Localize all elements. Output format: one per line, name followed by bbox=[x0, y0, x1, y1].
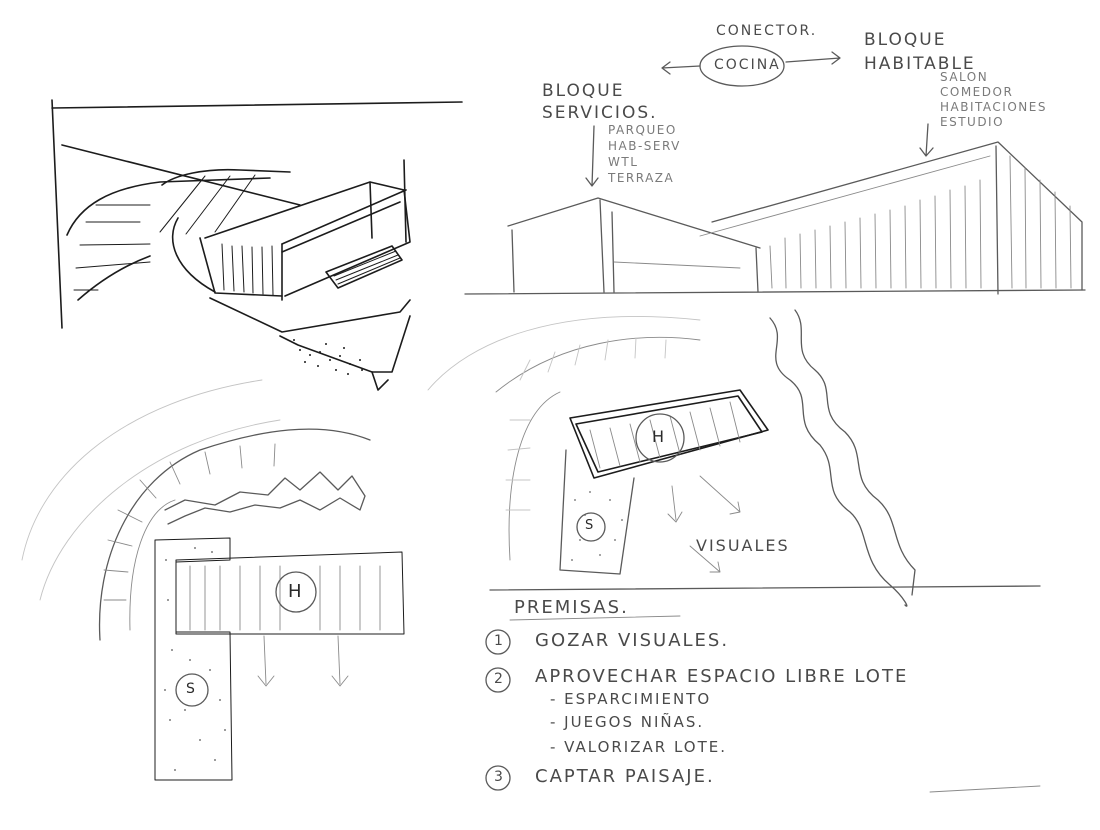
s-large-dots bbox=[164, 547, 226, 771]
small-plan bbox=[427, 309, 916, 607]
premisa-sub-1: - ESPARCIMIENTO bbox=[550, 690, 712, 708]
premisas-marks bbox=[485, 585, 1041, 793]
label-habitable-items: SALON COMEDOR HABITACIONES ESTUDIO bbox=[940, 70, 1047, 129]
label-conector: CONECTOR. bbox=[716, 23, 818, 39]
premisa-3-number: 3 bbox=[494, 769, 503, 785]
premisa-3-text: CAPTAR PAISAJE. bbox=[535, 766, 715, 787]
premisa-sub-2: - JUEGOS NIÑAS. bbox=[550, 713, 705, 731]
s-block-dots bbox=[571, 491, 623, 561]
label-servicios-items: Parqueo HAB-SERV WTL TERRAZA bbox=[608, 123, 681, 185]
premisa-1-text: GOZAR VISUALES. bbox=[535, 630, 730, 651]
label-s-large: S bbox=[186, 681, 195, 697]
label-h-large: H bbox=[288, 581, 302, 602]
premisas-title: PREMISAS. bbox=[514, 597, 629, 618]
gravel-dots bbox=[293, 339, 363, 375]
label-bloque-servicios: BLOQUE SERVICIOS. bbox=[542, 81, 658, 123]
label-s-small: S bbox=[585, 518, 594, 533]
premisa-2-text: APROVECHAR ESPACIO LIBRE LOTE bbox=[535, 666, 909, 687]
elevation-sketch bbox=[464, 45, 1086, 295]
label-h-small: H bbox=[652, 427, 665, 446]
label-bloque-habitable: BLOQUE HABITABLE bbox=[864, 30, 976, 74]
facade-hatching bbox=[769, 155, 1072, 289]
perspective-sketch bbox=[51, 99, 463, 391]
premisa-2-number: 2 bbox=[494, 671, 503, 687]
premisa-sub-3: - VALORIZAR LOTE. bbox=[550, 738, 727, 756]
large-plan bbox=[21, 379, 405, 781]
label-cocina: COCINA bbox=[714, 57, 781, 73]
premisa-1-number: 1 bbox=[494, 633, 503, 649]
label-visuales: VISUALES bbox=[696, 536, 790, 555]
